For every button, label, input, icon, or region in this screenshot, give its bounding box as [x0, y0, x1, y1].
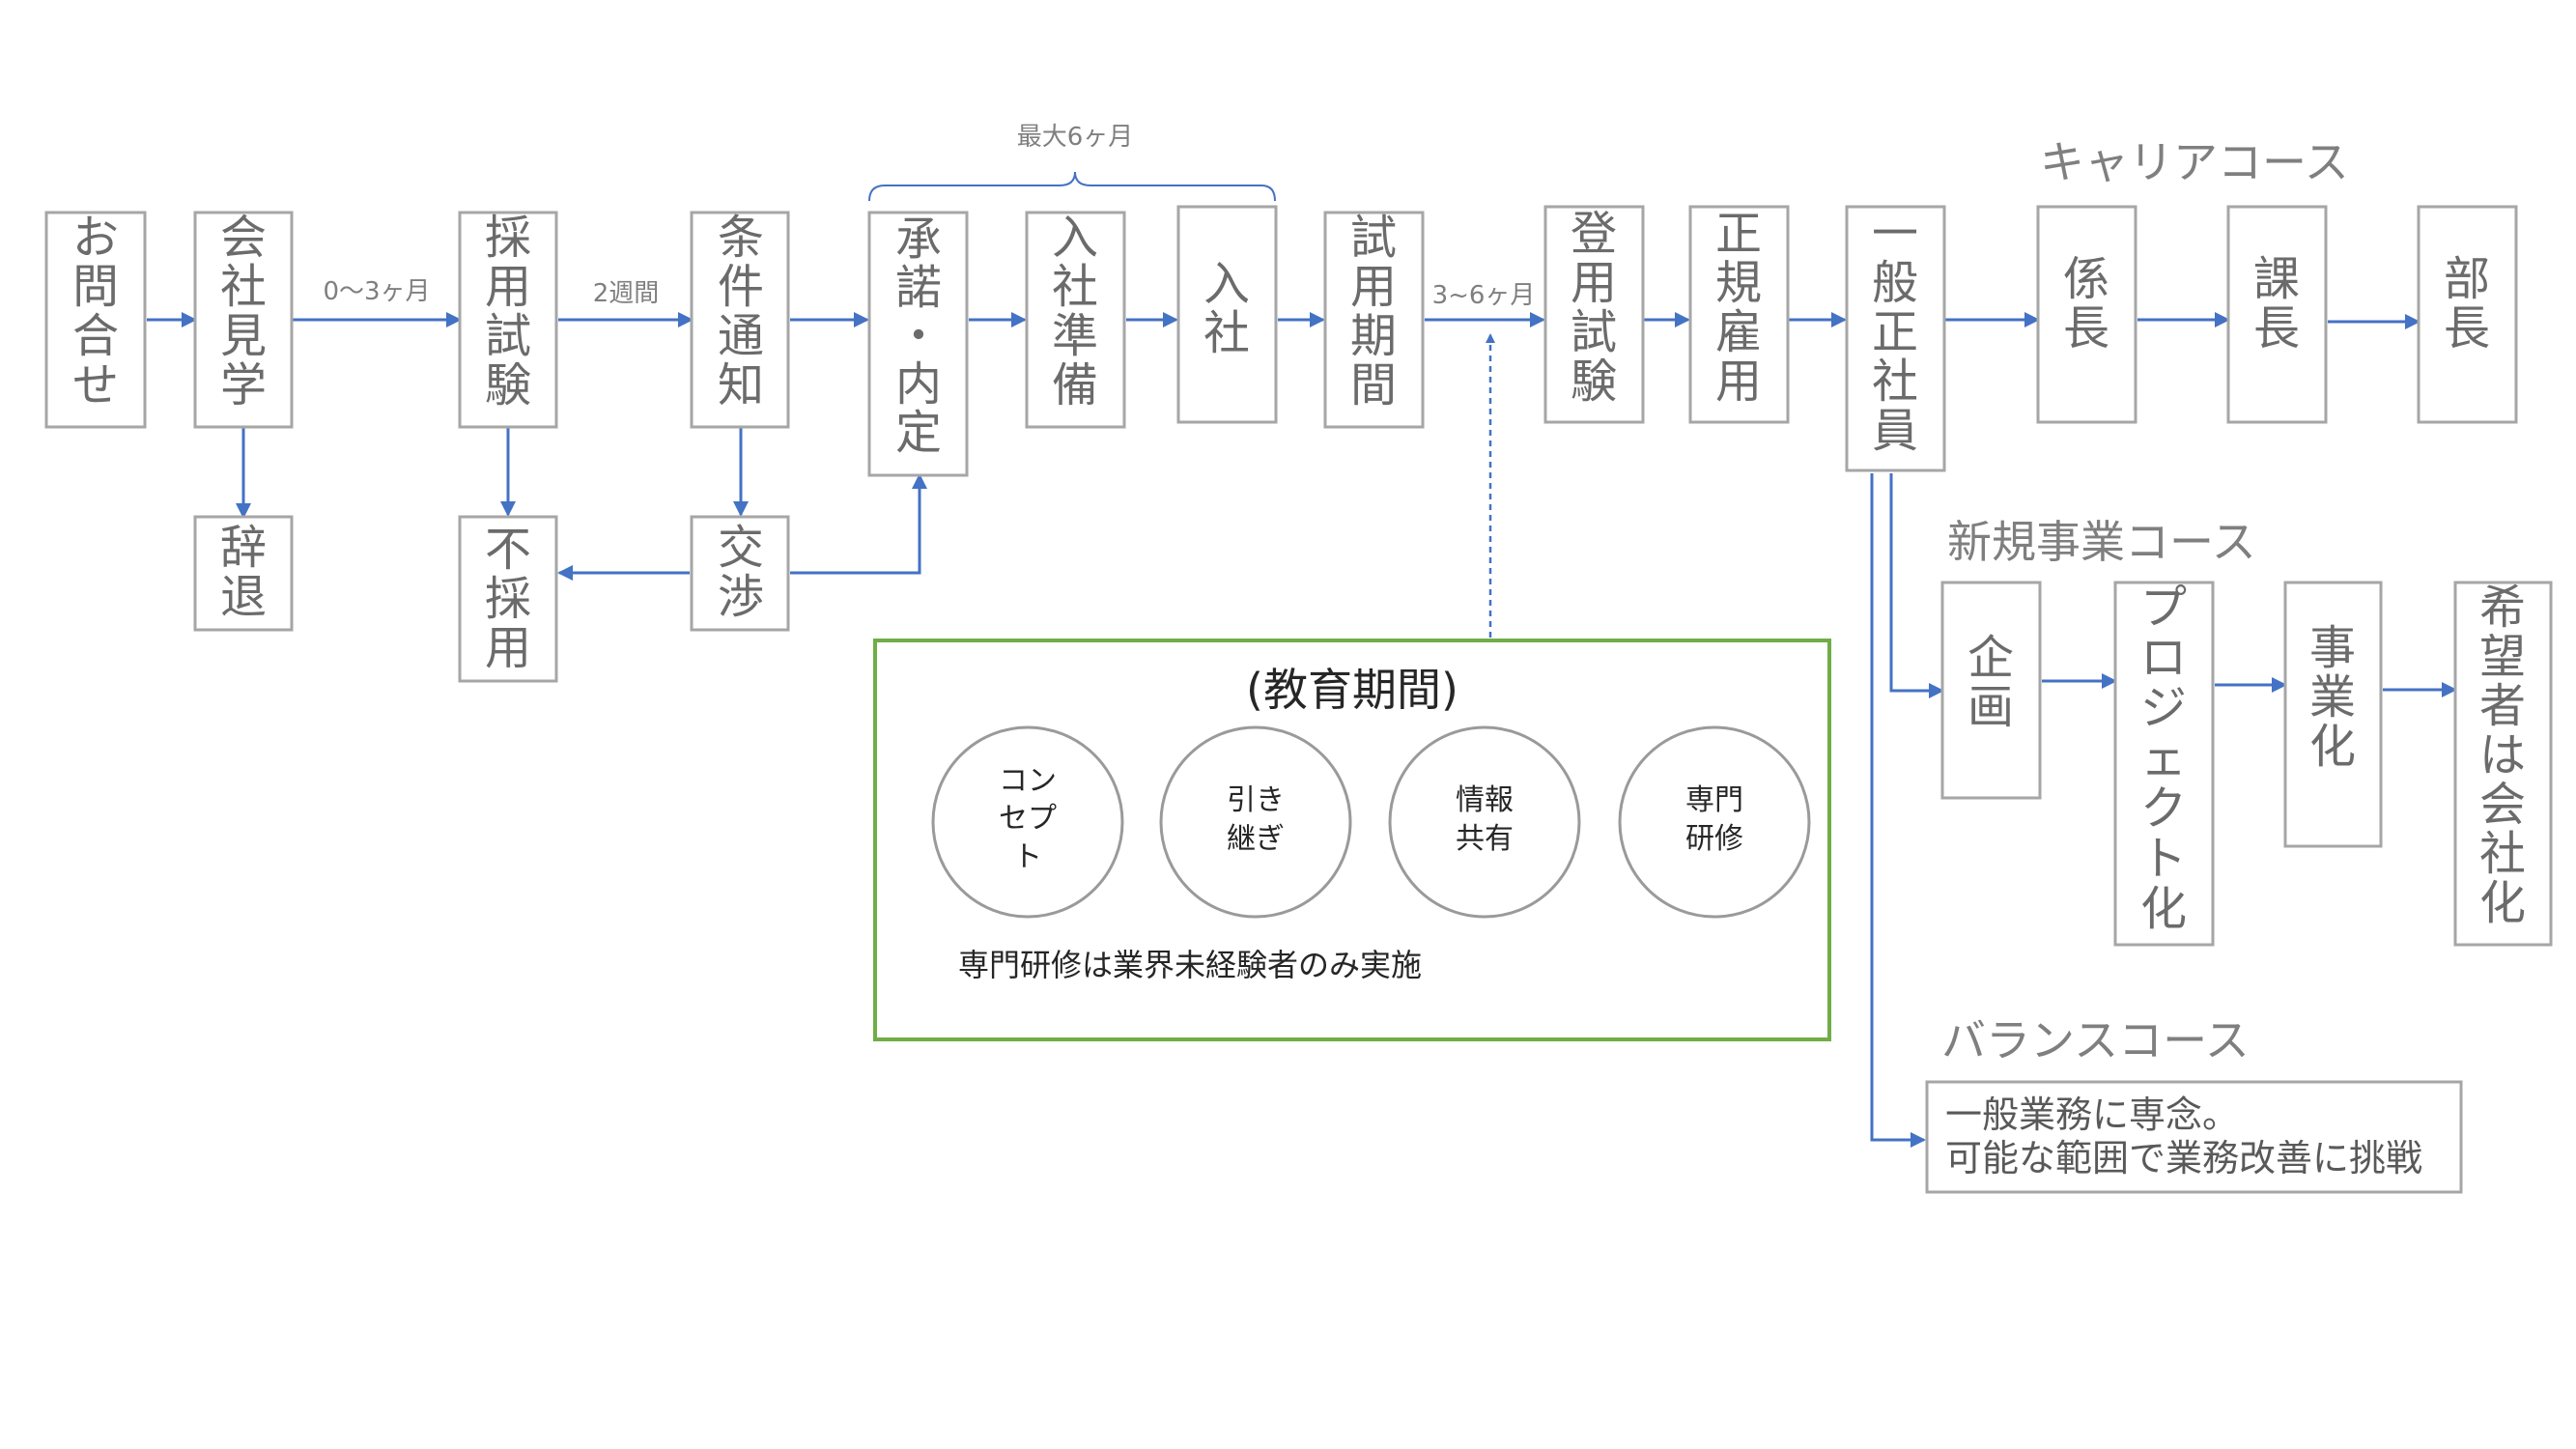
circle-concept-line3: ト — [1013, 840, 1042, 874]
box-general-employee — [1845, 205, 1946, 472]
circle-info-sharing-line1: 情報 — [1456, 783, 1514, 817]
box-join — [1176, 205, 1278, 424]
text-planning: 企画 — [1967, 631, 2014, 734]
circle-handover-line1: 引き — [1227, 783, 1285, 817]
box-chief — [2036, 205, 2137, 424]
flow-boxes: お問合せ 会社見学 辞退 採用試験 不採用 条件通知 交渉 承諾・内定 入社準備… — [44, 205, 2553, 947]
course-titles: キャリアコース 新規事業コース バランスコース — [1941, 136, 2349, 1066]
box-recruit-exam — [458, 211, 558, 429]
brace-max-six-months — [868, 171, 1276, 202]
circle-specialist-training-line2: 研修 — [1685, 822, 1743, 856]
box-inquiry — [44, 211, 147, 429]
box-negotiation — [690, 515, 790, 632]
circle-concept-line1: コン — [999, 764, 1057, 798]
text-decline: 辞退 — [220, 521, 267, 624]
text-recruit-exam: 採用試験 — [485, 211, 531, 412]
text-company-visit: 会社見学 — [220, 211, 267, 412]
balance-course-box: 一般業務に専念。 可能な範囲で業務改善に挑戦 — [1925, 1080, 2463, 1194]
circle-specialist-training — [1618, 725, 1811, 919]
box-incorporate — [2453, 581, 2553, 947]
circle-concept-line2: セプ — [999, 802, 1057, 836]
arrow-general-planning — [1889, 473, 1944, 698]
course-career-title: キャリアコース — [2040, 136, 2349, 188]
edge-labels: 0〜3ヶ月 2週間 最大6ヶ月 3~6ヶ月 — [323, 123, 1535, 310]
circle-concept — [931, 725, 1124, 919]
box-section-manager — [2226, 205, 2328, 424]
text-acceptance-offer: 承諾・内定 — [895, 213, 942, 460]
label-zero-three-months: 0〜3ヶ月 — [323, 277, 430, 306]
box-business — [2283, 581, 2383, 848]
text-section-manager: 課長 — [2253, 252, 2300, 355]
text-trial-period: 試用期間 — [1350, 211, 1397, 412]
label-two-weeks: 2週間 — [593, 279, 660, 308]
text-negotiation: 交渉 — [718, 521, 764, 624]
arrow-negotiation-accept — [790, 473, 927, 575]
circle-info-sharing — [1388, 725, 1581, 919]
box-not-hired — [458, 515, 558, 683]
box-project — [2113, 581, 2215, 947]
box-acceptance-offer — [867, 211, 969, 477]
text-business: 事業化 — [2309, 621, 2356, 774]
circle-specialist-training-line1: 専門 — [1685, 783, 1743, 817]
circle-handover-line2: 継ぎ — [1227, 822, 1285, 856]
box-terms-notice — [690, 211, 790, 429]
course-balance-title: バランスコース — [1941, 1014, 2250, 1066]
box-department-manager — [2417, 205, 2518, 424]
balance-text-box — [1925, 1080, 2463, 1194]
text-promotion-exam: 登用試験 — [1571, 207, 1617, 409]
course-new-business-title: 新規事業コース — [1947, 516, 2256, 568]
text-department-manager: 部長 — [2444, 252, 2490, 355]
text-join-prep: 入社準備 — [1052, 211, 1098, 412]
text-general-employee: 一般正社員 — [1872, 207, 1918, 458]
box-regular-employment — [1688, 205, 1790, 424]
text-terms-notice: 条件通知 — [718, 211, 764, 412]
connectors — [147, 171, 2457, 1148]
education-note: 専門研修は業界未経験者のみ実施 — [958, 947, 1422, 983]
text-chief: 係長 — [2063, 252, 2109, 355]
circle-info-sharing-line2: 共有 — [1456, 822, 1514, 856]
text-project: プロジェクト化 — [2140, 581, 2187, 936]
circle-handover — [1159, 725, 1352, 919]
box-planning — [1940, 581, 2042, 800]
label-three-six-months: 3~6ヶ月 — [1432, 281, 1536, 310]
balance-text-line2: 可能な範囲で業務改善に挑戦 — [1945, 1137, 2422, 1179]
text-join: 入社 — [1203, 257, 1250, 360]
education-period-box: (教育期間) コン セプ ト 引き 継ぎ 情報 共有 専門 研修 専門研修は業界… — [873, 639, 1831, 1041]
text-not-hired: 不採用 — [485, 523, 531, 675]
box-company-visit — [193, 211, 294, 429]
text-incorporate: 希望者は会社化 — [2479, 581, 2526, 930]
arrow-general-balance — [1870, 473, 1926, 1148]
education-title: (教育期間) — [1246, 664, 1458, 716]
text-regular-employment: 正規雇用 — [1715, 207, 1762, 409]
box-promotion-exam — [1543, 205, 1645, 424]
box-join-prep — [1025, 211, 1126, 429]
box-trial-period — [1323, 211, 1425, 429]
label-max-six-months: 最大6ヶ月 — [1017, 123, 1134, 152]
box-decline — [193, 515, 294, 632]
balance-text-line1: 一般業務に専念。 — [1945, 1094, 2239, 1136]
text-inquiry: お問合せ — [72, 211, 119, 412]
